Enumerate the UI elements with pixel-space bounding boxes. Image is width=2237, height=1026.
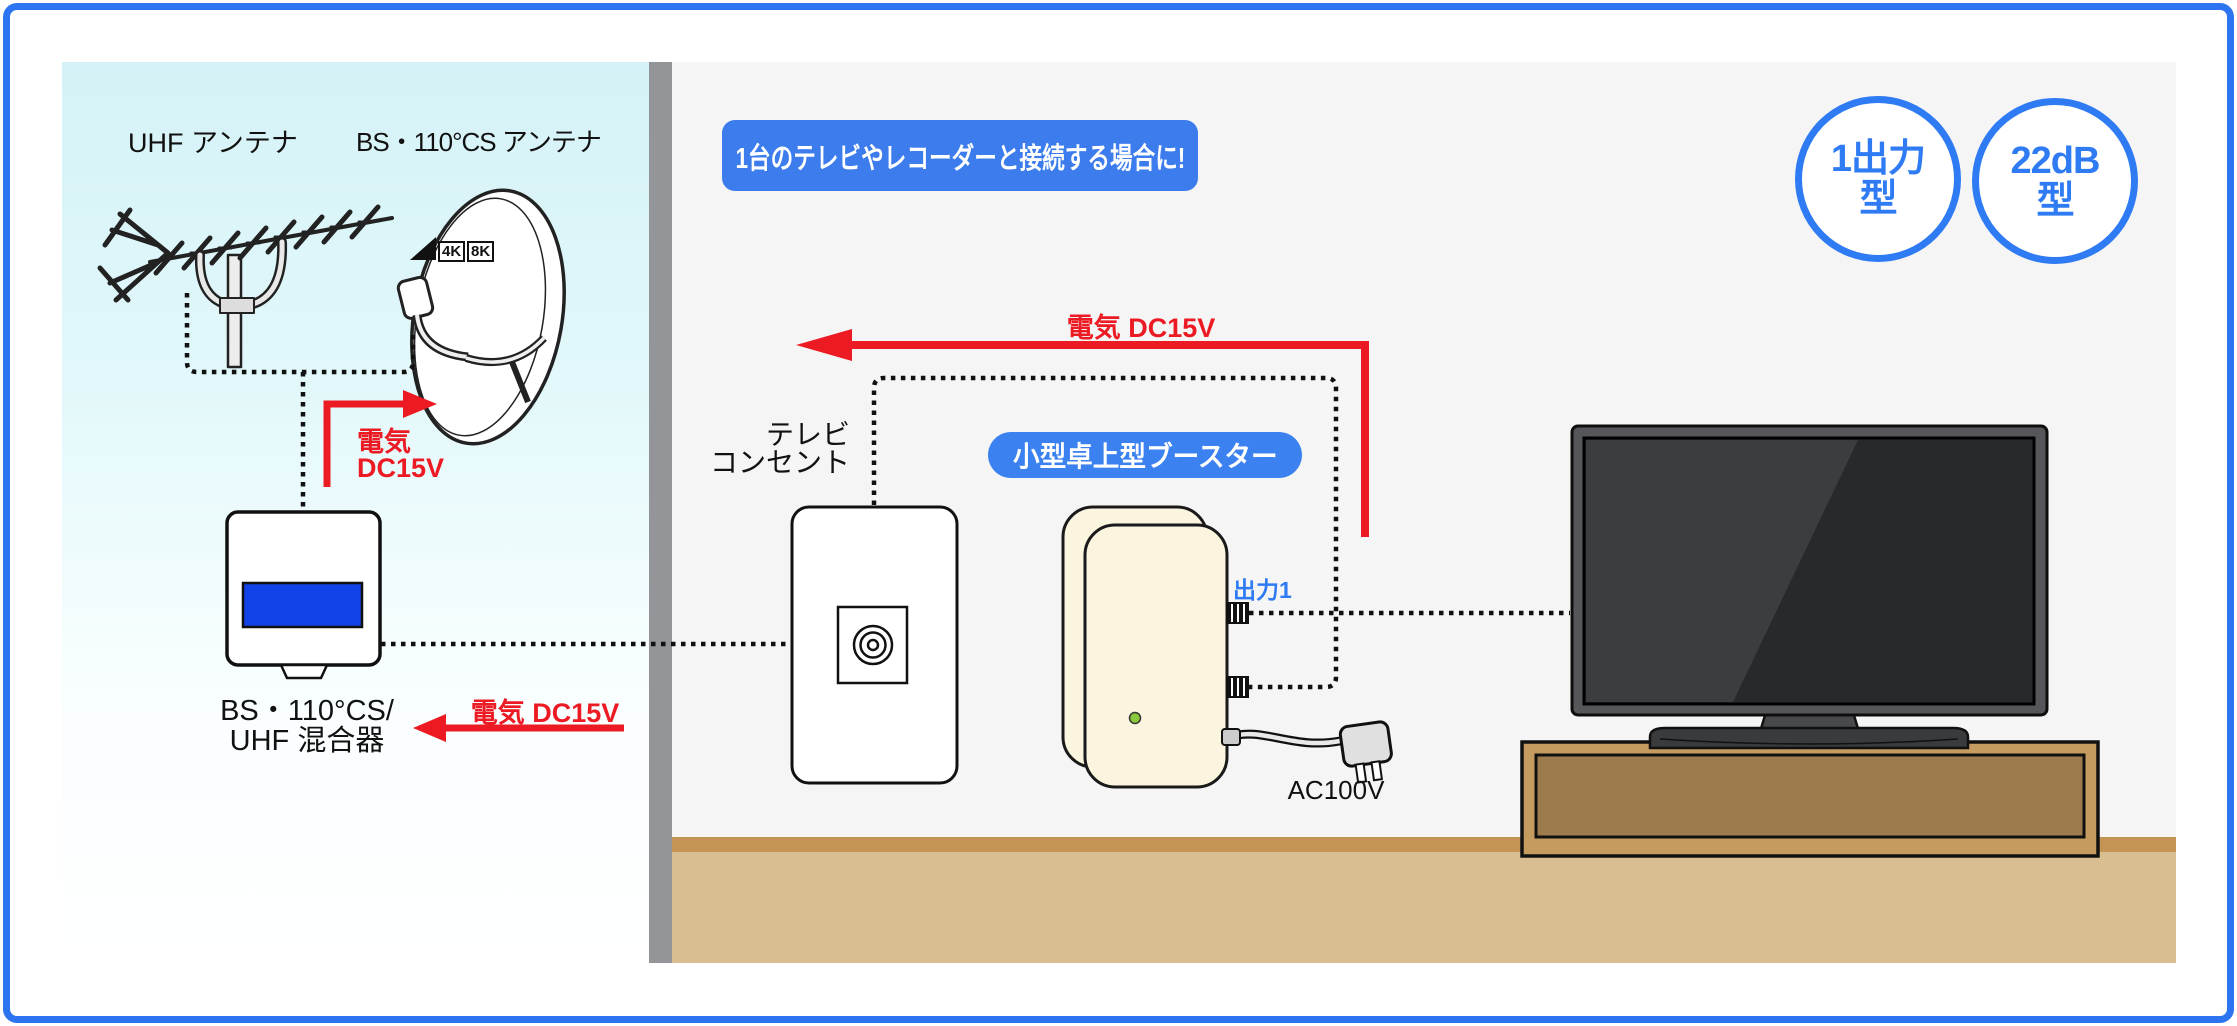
tv-outlet-label-line2: コンセント xyxy=(709,447,850,478)
ac-plug-icon xyxy=(1338,720,1393,784)
booster-led xyxy=(1128,711,1142,725)
booster-name-pill: 小型卓上型ブースター xyxy=(988,432,1302,478)
power-label-line1: 電気 xyxy=(357,427,411,457)
booster-device xyxy=(1061,505,1249,789)
tv-outlet xyxy=(790,505,959,785)
badge-2-line1: 22dB xyxy=(2010,140,2101,182)
dish-4k-badge: 4K xyxy=(438,241,466,262)
bs-dish-icon xyxy=(396,188,566,446)
badge-1-line2: 型 xyxy=(1859,178,1897,220)
mixer-label: BS・110°CS/ UHF 混合器 xyxy=(216,696,398,756)
mixer-label-line1: BS・110°CS/ xyxy=(220,695,394,727)
tv-icon xyxy=(1570,424,2049,750)
mixer-box xyxy=(225,510,382,680)
badge-2-gain-type: 22dB 型 xyxy=(1972,98,2138,264)
bs-antenna-label: BS・110°CS アンテナ xyxy=(356,127,602,157)
output1-connector-icon xyxy=(1226,602,1249,624)
outlet-to-booster-cable xyxy=(871,375,1339,690)
mixer-window xyxy=(241,581,364,629)
usage-banner-text: 1台のテレビやレコーダーと接続する場合に! xyxy=(735,142,1185,175)
tv-outlet-label: テレビ コンセント xyxy=(698,421,850,477)
usage-banner: 1台のテレビやレコーダーと接続する場合に! xyxy=(722,120,1198,191)
ac100v-label: AC100V xyxy=(1287,775,1385,805)
power-label-line2: DC15V xyxy=(357,453,445,483)
tv-outlet-label-line1: テレビ xyxy=(765,419,850,450)
antenna-join-cable xyxy=(184,293,416,375)
power-dc15v-label-indoor: 電気 DC15V xyxy=(1066,313,1216,343)
badge-2-line2: 型 xyxy=(2036,180,2074,222)
tv-stand xyxy=(1520,740,2100,858)
wall-divider xyxy=(649,62,672,963)
antenna-cable-dotted-lines xyxy=(184,293,1570,690)
power-arrow-outdoor-up xyxy=(323,390,437,487)
output1-label: 出力1 xyxy=(1233,577,1292,603)
booster-name-text: 小型卓上型ブースター xyxy=(1012,441,1278,472)
power-arrow-to-mixer xyxy=(413,714,624,742)
uhf-antenna-label: UHF アンテナ xyxy=(128,128,298,158)
power-arrow-indoor xyxy=(796,329,1369,537)
power-dc15v-label-outdoor-up: 電気 DC15V xyxy=(357,427,445,483)
dish-8k-badge: 8K xyxy=(467,241,495,262)
power-dc15v-label-to-mixer: 電気 DC15V xyxy=(470,698,620,728)
badge-1-output-type: 1出力 型 xyxy=(1795,96,1961,262)
input-connector-icon xyxy=(1226,676,1249,698)
floor xyxy=(672,852,2176,963)
badge-1-line1: 1出力 xyxy=(1830,138,1926,180)
ac-power-cord xyxy=(1221,720,1393,784)
uhf-antenna-icon xyxy=(97,204,394,369)
mixer-label-line2: UHF 混合器 xyxy=(229,725,385,757)
